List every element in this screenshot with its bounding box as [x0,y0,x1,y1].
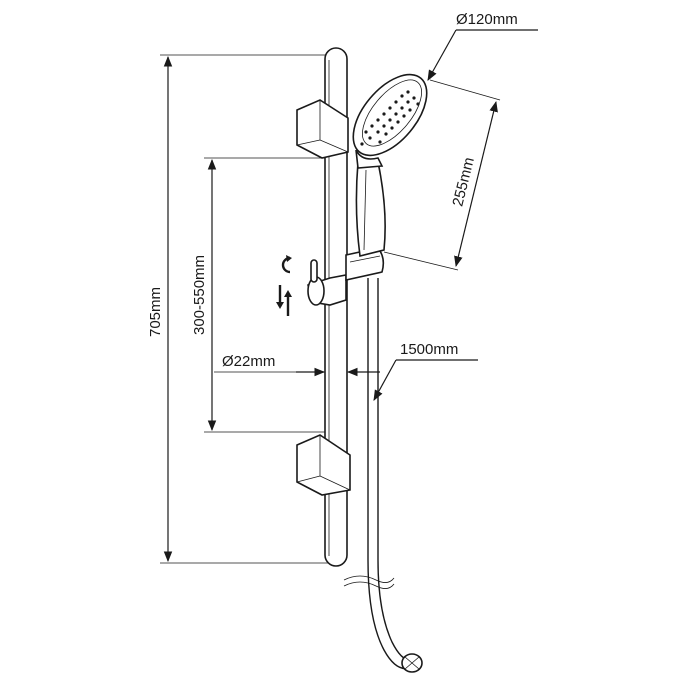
hose-length-dimension: 1500mm [373,341,478,401]
top-wall-bracket [296,99,349,159]
rail-diameter-dimension: Ø22mm [214,353,380,377]
up-down-arrows-icon [276,285,292,316]
handset-length-label: 255mm [449,156,478,209]
hose-connector [401,653,423,673]
hand-shower [352,73,428,257]
rail-diameter-label: Ø22mm [222,353,275,370]
adjust-range-dimension: 300-550mm [191,157,330,433]
rotate-arrow-icon [281,255,292,274]
shower-hose [343,278,423,673]
head-diameter-label: Ø120mm [456,11,518,28]
spray-nozzles [360,90,420,146]
bottom-wall-bracket [296,434,351,496]
total-height-label: 705mm [147,287,164,337]
hose-length-label: 1500mm [400,341,458,358]
adjust-range-label: 300-550mm [191,255,208,335]
total-height-dimension: 705mm [147,54,330,564]
head-diameter-dimension: Ø120mm [427,11,538,81]
slider-holder [307,247,385,306]
